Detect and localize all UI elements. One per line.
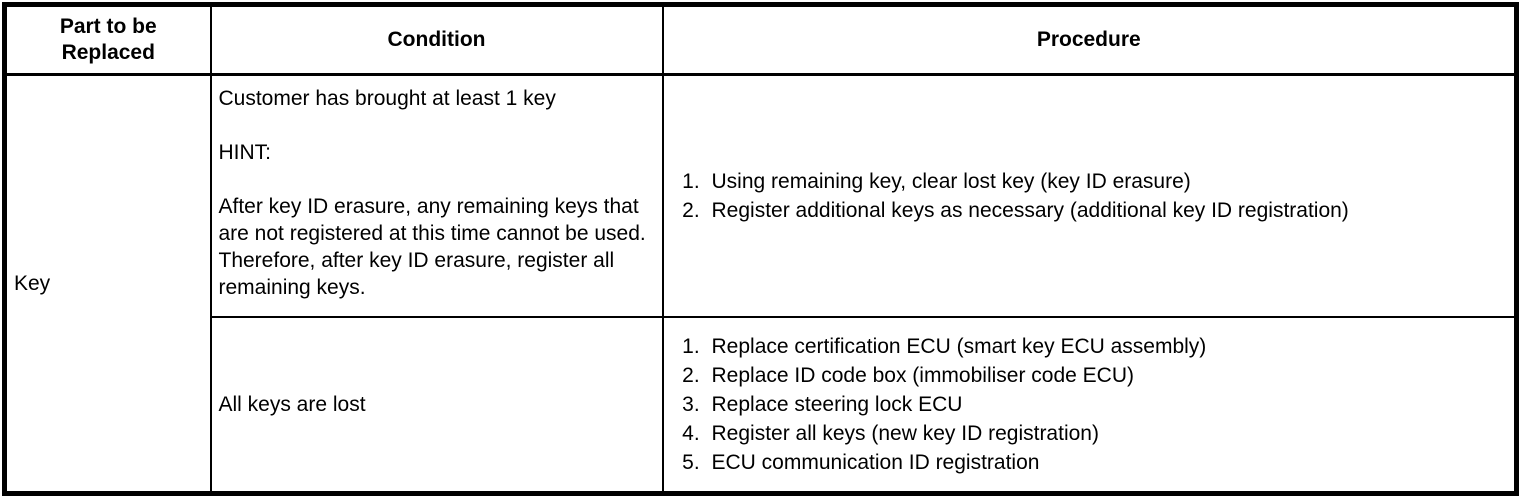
header-condition: Condition	[209, 3, 664, 76]
hint-text: After key ID erasure, any remaining keys…	[218, 195, 646, 299]
procedure-step: Using remaining key, clear lost key (key…	[706, 167, 1515, 196]
cell-procedure-row1: Using remaining key, clear lost key (key…	[661, 73, 1518, 318]
header-part-label: Part to be Replaced	[59, 15, 157, 64]
cell-condition-row1: Customer has brought at least 1 key HINT…	[209, 73, 664, 318]
cell-part-key: Key	[3, 73, 212, 495]
part-label: Key	[14, 272, 51, 295]
procedure-step: Register all keys (new key ID registrati…	[706, 419, 1515, 448]
procedure-step: Replace steering lock ECU	[706, 390, 1515, 419]
header-part-to-be-replaced: Part to be Replaced	[3, 3, 212, 76]
cell-condition-row2: All keys are lost	[209, 315, 664, 495]
table-row: Key Customer has brought at least 1 key …	[3, 73, 1518, 495]
procedure-step: ECU communication ID registration	[706, 448, 1515, 477]
table-header-row: Part to be Replaced Condition Procedure	[3, 3, 1518, 76]
procedure-list-row1: Using remaining key, clear lost key (key…	[674, 167, 1515, 225]
header-procedure-label: Procedure	[1036, 28, 1141, 51]
condition-text: All keys are lost	[218, 392, 366, 416]
hint-label: HINT:	[218, 141, 272, 164]
table-row: All keys are lost Replace certification …	[5, 315, 1518, 495]
procedure-list-row2: Replace certification ECU (smart key ECU…	[674, 332, 1515, 477]
cell-procedure-row2: Replace certification ECU (smart key ECU…	[661, 315, 1518, 495]
header-procedure: Procedure	[661, 3, 1518, 76]
header-condition-label: Condition	[387, 28, 486, 51]
procedure-step: Replace certification ECU (smart key ECU…	[706, 332, 1515, 361]
procedure-step: Register additional keys as necessary (a…	[706, 196, 1515, 225]
condition-text: Customer has brought at least 1 key	[218, 87, 556, 110]
procedure-step: Replace ID code box (immobiliser code EC…	[706, 361, 1515, 390]
